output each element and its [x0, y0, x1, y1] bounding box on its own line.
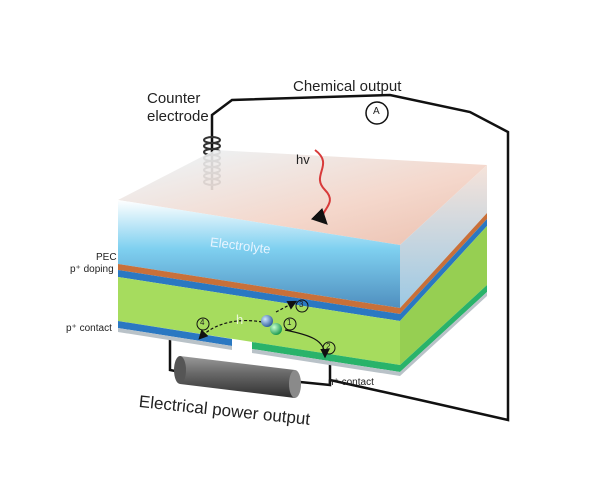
step-circles	[196, 299, 336, 355]
step-2-label: 2	[326, 342, 331, 351]
photon-arrow	[310, 149, 331, 225]
step-4-label: 4	[200, 318, 205, 327]
chemical-output-label: Chemical output	[293, 78, 402, 95]
hole-particle	[261, 315, 273, 327]
green-bulk-side	[400, 226, 487, 365]
p-contact-label: p⁺ contact	[66, 323, 112, 334]
p-doping-label: p⁺ doping	[70, 264, 114, 275]
pec-layer-side	[400, 213, 487, 314]
ammeter-label: A	[373, 106, 380, 117]
n-contact-strip	[252, 285, 487, 372]
photon-label: hv	[296, 152, 310, 167]
electrical-load-cylinder	[174, 356, 301, 398]
path-3	[275, 300, 298, 313]
electron-particle	[270, 323, 282, 335]
green-bulk	[118, 277, 400, 365]
n-contact-label: n⁺ contact	[328, 377, 374, 388]
counter-electrode-label: Counter electrode	[147, 90, 209, 126]
p-doping-layer-side	[400, 219, 487, 321]
ammeter-icon	[365, 101, 389, 125]
electrolyte-top-face	[118, 150, 487, 245]
pec-layer	[118, 264, 400, 314]
electrolyte-front	[118, 200, 400, 308]
counter-label-line1: Counter	[147, 90, 201, 107]
electrolyte-side	[400, 165, 487, 308]
step-1-label: 1	[287, 318, 292, 327]
hole-path-4	[198, 319, 263, 340]
p-contact-strip	[118, 321, 232, 346]
p-doping-layer	[118, 270, 400, 321]
hole-label: h	[236, 312, 244, 327]
counter-label-line2: electrode	[147, 108, 209, 125]
p-contact-base	[118, 328, 232, 350]
step-3-label: 3	[299, 300, 304, 309]
pec-label: PEC	[96, 252, 117, 263]
